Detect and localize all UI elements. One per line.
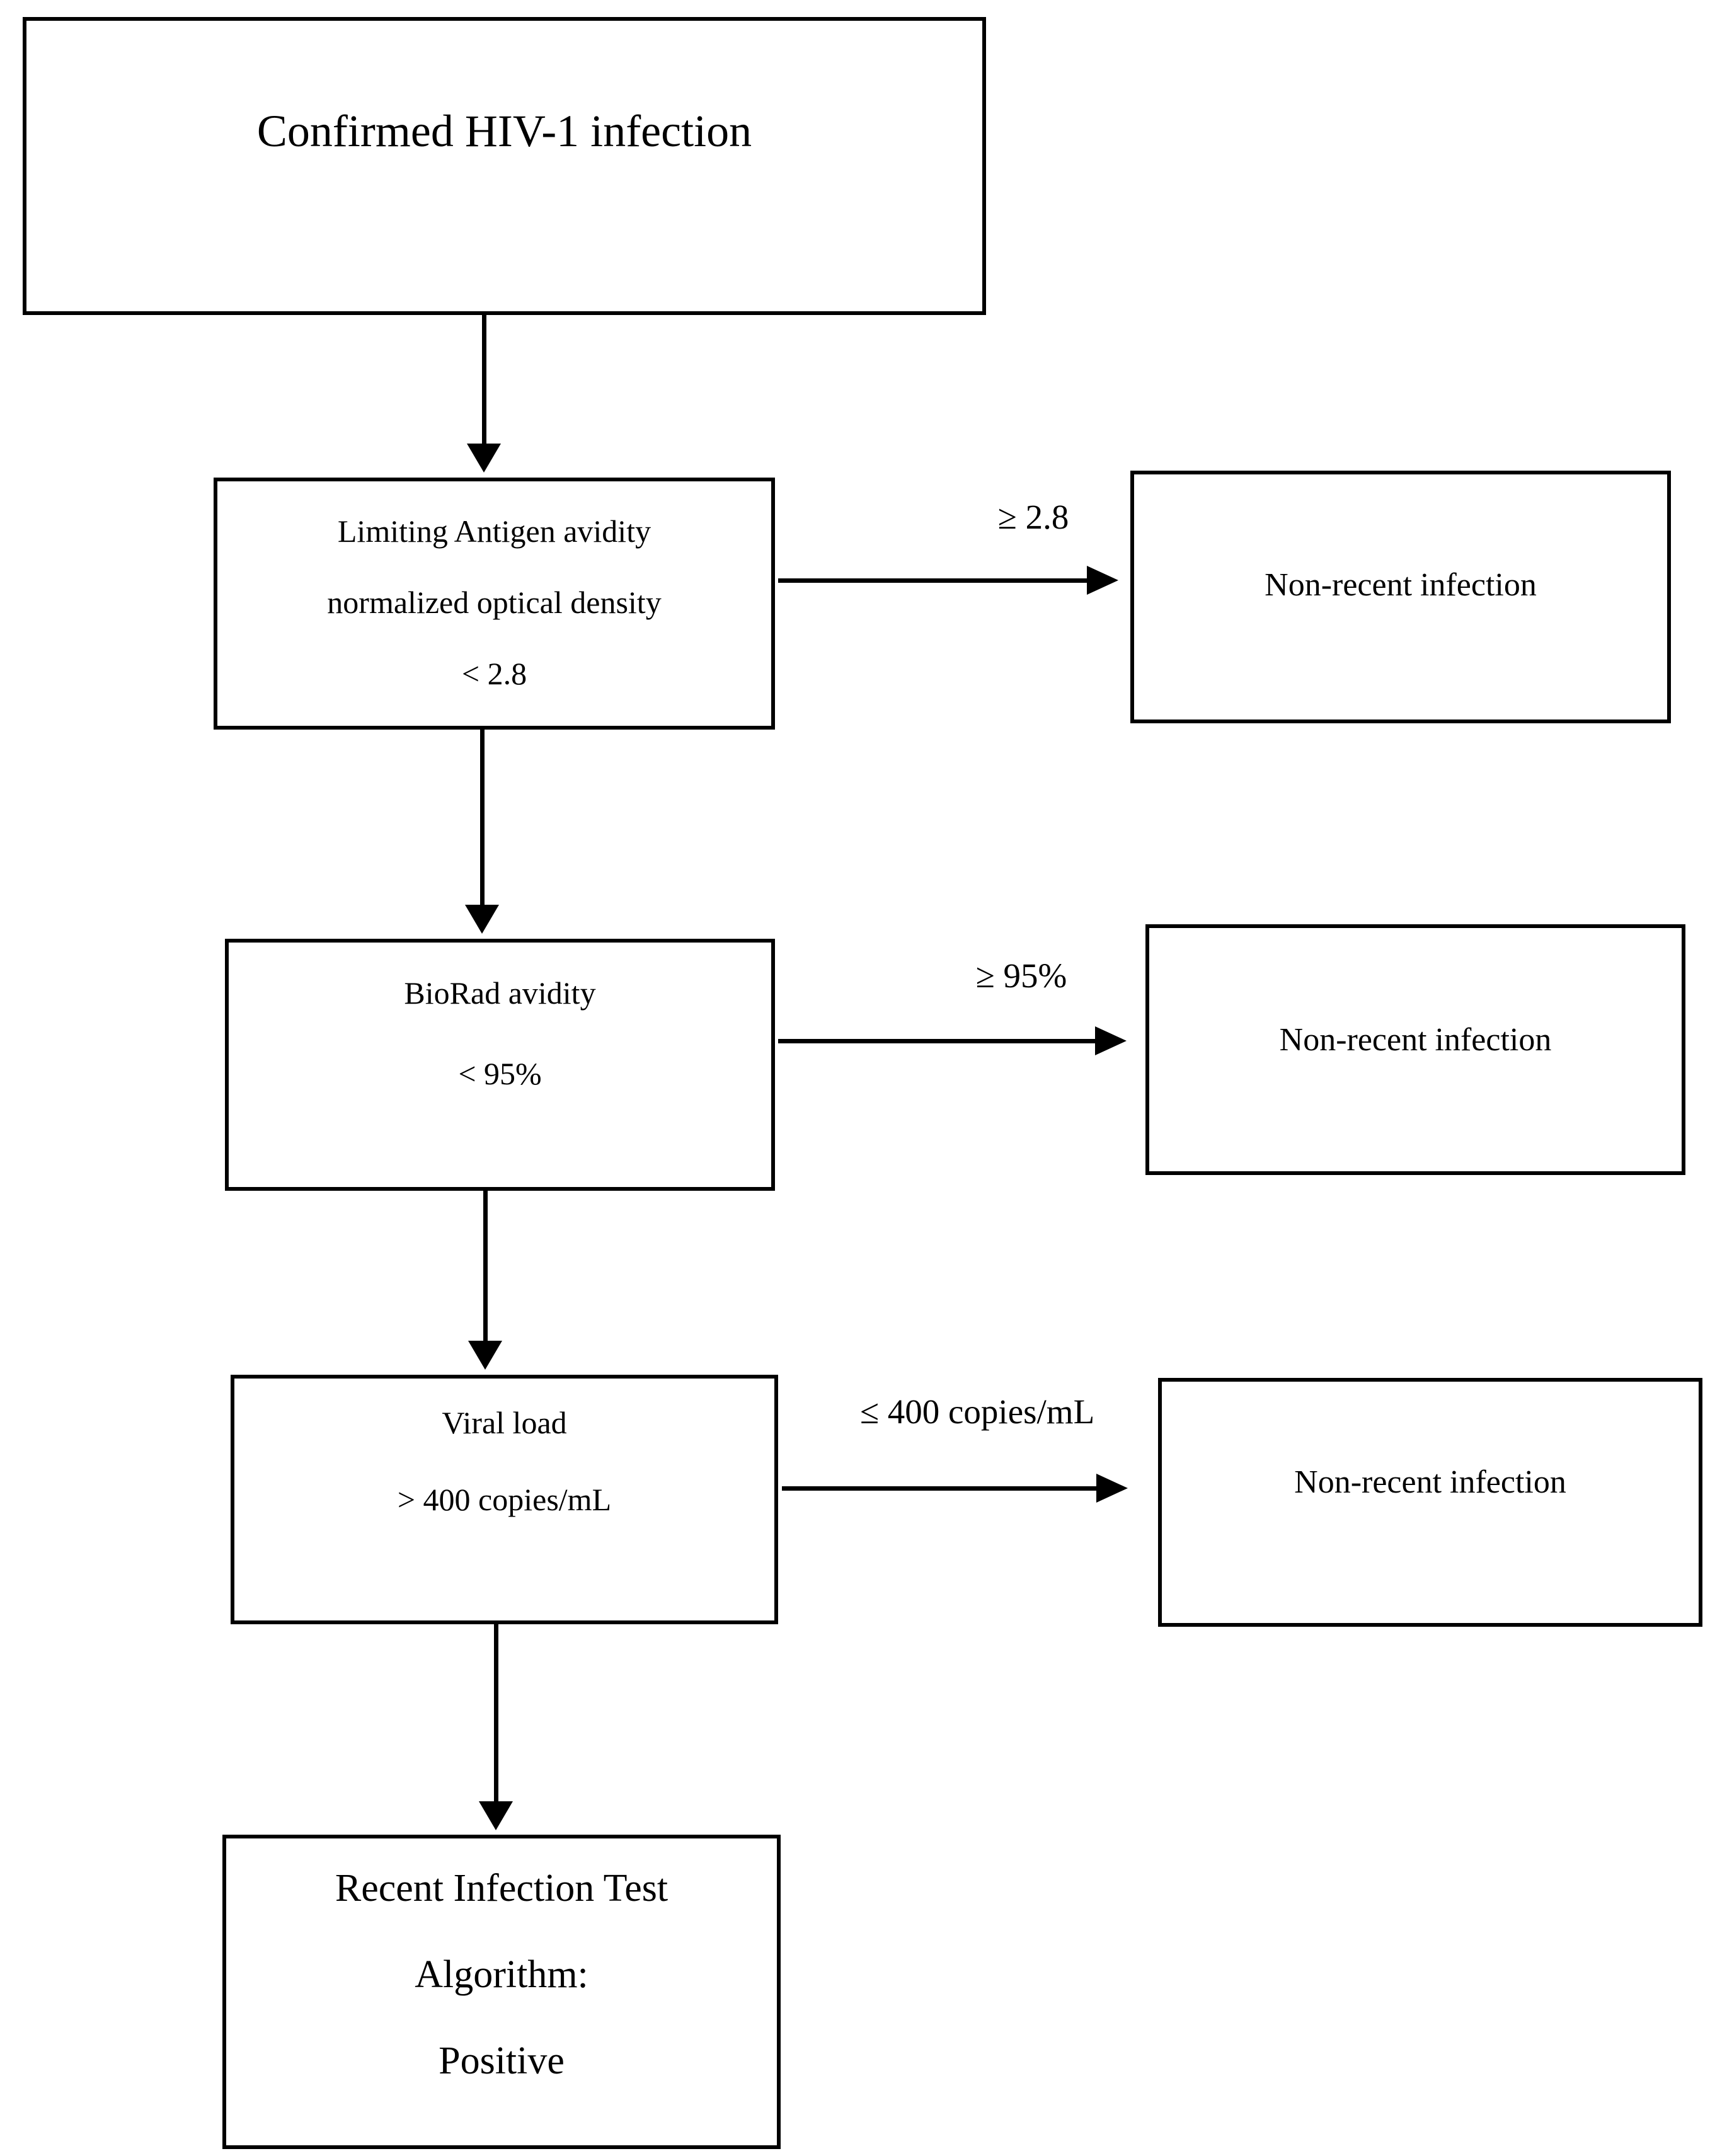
node-text: Limiting Antigen avidity <box>337 513 651 549</box>
arrowhead-down-icon <box>479 1801 513 1830</box>
node-text: Confirmed HIV-1 infection <box>256 106 752 156</box>
arrow-biorad-to-viral-load <box>483 1191 488 1342</box>
node-text: Algorithm: <box>415 1953 588 1996</box>
node-text: Positive <box>439 2039 565 2082</box>
node-text: > 400 copies/mL <box>397 1482 612 1517</box>
arrow-biorad-to-non-recent <box>778 1039 1095 1043</box>
node-non-recent-infection-1: Non-recent infection <box>1130 471 1671 723</box>
arrow-viral-load-to-rita <box>494 1624 498 1803</box>
node-viral-load: Viral load > 400 copies/mL <box>231 1375 778 1624</box>
node-non-recent-infection-2: Non-recent infection <box>1145 924 1685 1175</box>
arrowhead-down-icon <box>467 444 501 473</box>
arrow-lag-to-non-recent <box>778 578 1087 583</box>
node-limiting-antigen-avidity: Limiting Antigen avidity normalized opti… <box>214 478 775 730</box>
node-text: normalized optical density <box>327 585 662 620</box>
node-recent-infection-test-algorithm-positive: Recent Infection Test Algorithm: Positiv… <box>222 1835 781 2149</box>
node-confirmed-hiv-infection: Confirmed HIV-1 infection <box>23 17 986 315</box>
arrowhead-down-icon <box>468 1341 502 1370</box>
edge-label-biorad-threshold: ≥ 95% <box>975 956 1067 995</box>
arrowhead-right-icon <box>1096 1474 1128 1503</box>
node-text: Viral load <box>442 1405 567 1440</box>
edge-label-lag-threshold: ≥ 2.8 <box>997 498 1069 536</box>
arrowhead-down-icon <box>465 905 499 934</box>
node-text: Recent Infection Test <box>335 1867 668 1910</box>
node-text: Non-recent infection <box>1279 1021 1552 1058</box>
node-non-recent-infection-3: Non-recent infection <box>1158 1378 1702 1627</box>
edge-label-viral-load-threshold: ≤ 400 copies/mL <box>859 1392 1095 1431</box>
arrowhead-right-icon <box>1095 1026 1127 1055</box>
node-text: < 2.8 <box>461 656 527 691</box>
arrow-confirmed-to-lag <box>482 315 486 445</box>
node-biorad-avidity: BioRad avidity < 95% <box>225 939 775 1191</box>
arrow-viral-load-to-non-recent <box>782 1486 1096 1491</box>
node-text: Non-recent infection <box>1294 1464 1566 1500</box>
node-text: < 95% <box>458 1056 542 1091</box>
arrow-lag-to-biorad <box>480 730 485 906</box>
arrowhead-right-icon <box>1087 566 1118 595</box>
node-text: BioRad avidity <box>404 975 596 1011</box>
node-text: Non-recent infection <box>1265 567 1537 603</box>
